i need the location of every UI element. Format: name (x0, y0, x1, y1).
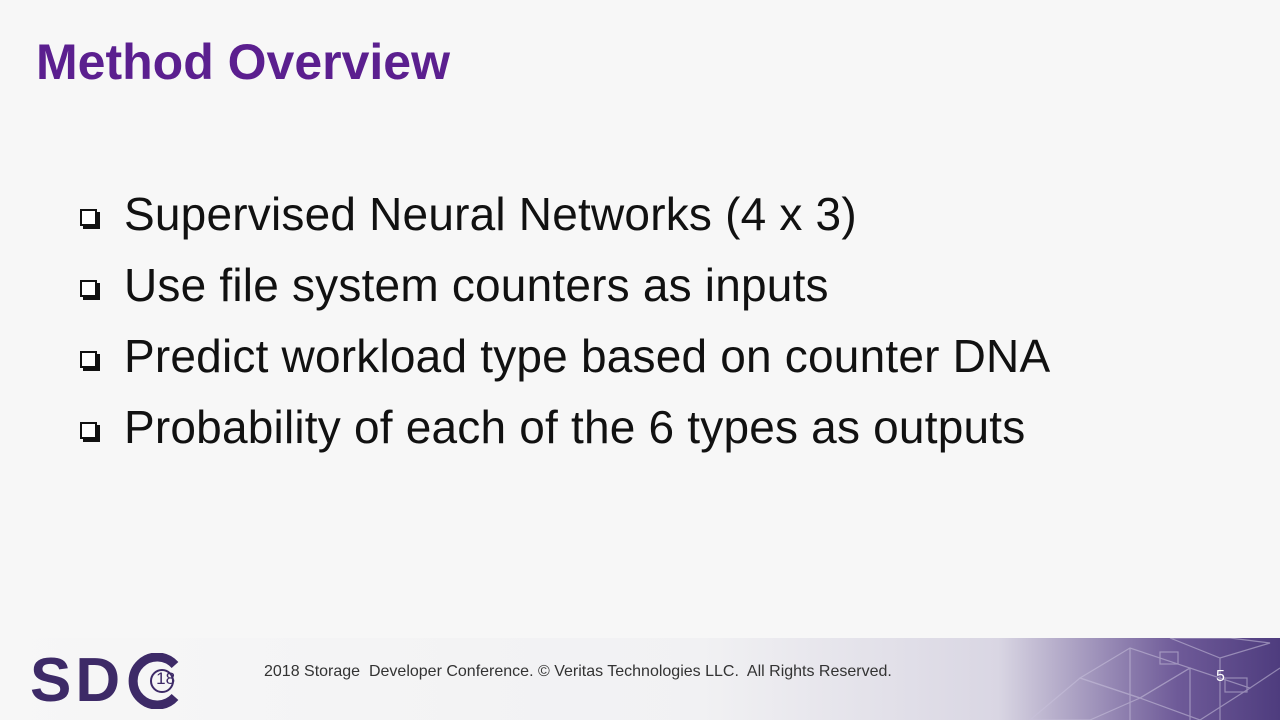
logo-letter: S (30, 646, 76, 715)
bullet-item: Probability of each of the 6 types as ou… (80, 391, 1050, 462)
bullet-text: Probability of each of the 6 types as ou… (124, 400, 1026, 453)
bullet-text: Supervised Neural Networks (4 x 3) (124, 187, 857, 240)
bullet-text: Predict workload type based on counter D… (124, 329, 1051, 382)
page-number: 5 (1216, 668, 1225, 685)
geometric-pattern-icon (1029, 638, 1280, 720)
slide-title: Method Overview (36, 34, 450, 90)
checkbox-bullet-icon (80, 280, 97, 297)
checkbox-bullet-icon (80, 351, 97, 368)
checkbox-bullet-icon (80, 422, 97, 439)
bullet-text: Use file system counters as inputs (124, 258, 829, 311)
checkbox-bullet-icon (80, 209, 97, 226)
copyright-text: 2018 Storage Developer Conference. © Ver… (264, 663, 892, 680)
logo-year: 18 (156, 669, 176, 688)
sdc-logo: S D 18 (30, 646, 184, 715)
bullet-item: Use file system counters as inputs (80, 249, 1050, 320)
bullet-item: Supervised Neural Networks (4 x 3) (80, 178, 1050, 249)
bullet-item: Predict workload type based on counter D… (80, 320, 1050, 391)
logo-letter: D (75, 646, 125, 715)
logo-c-icon: 18 (128, 652, 184, 710)
footer-band (0, 638, 1280, 720)
bullet-list: Supervised Neural Networks (4 x 3) Use f… (80, 178, 1050, 462)
